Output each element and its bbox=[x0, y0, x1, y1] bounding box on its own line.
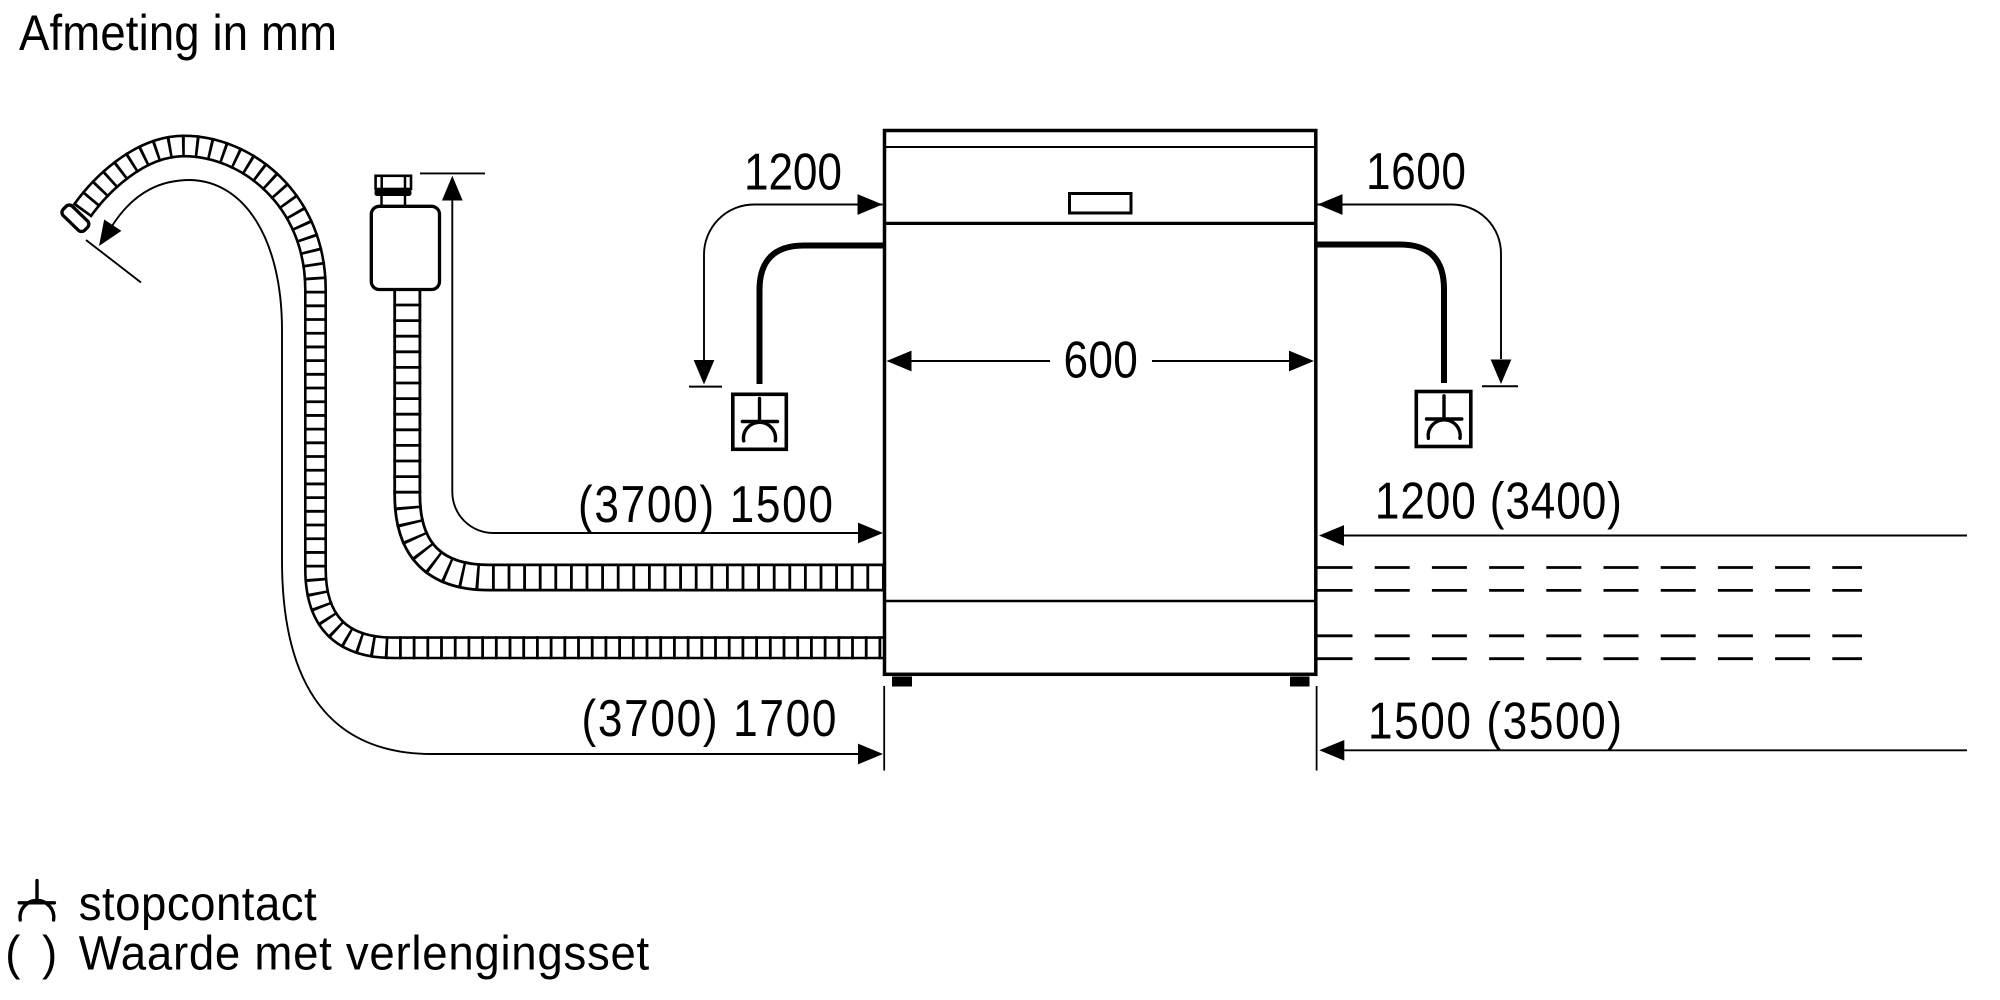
svg-text:1200 (3400): 1200 (3400) bbox=[1375, 472, 1622, 530]
svg-text:(: ( bbox=[5, 926, 21, 979]
svg-text:1600: 1600 bbox=[1366, 143, 1466, 201]
svg-text:1200: 1200 bbox=[744, 143, 842, 201]
svg-text:(3700) 1700: (3700) 1700 bbox=[582, 690, 837, 748]
svg-text:1500 (3500): 1500 (3500) bbox=[1368, 692, 1622, 750]
svg-text:(3700) 1500: (3700) 1500 bbox=[578, 476, 833, 534]
svg-text:): ) bbox=[42, 926, 57, 979]
svg-text:stopcontact: stopcontact bbox=[79, 877, 317, 930]
svg-text:Afmeting in mm: Afmeting in mm bbox=[19, 6, 337, 61]
svg-text:600: 600 bbox=[1064, 331, 1138, 389]
svg-text:Waarde met verlengingsset: Waarde met verlengingsset bbox=[79, 926, 649, 979]
